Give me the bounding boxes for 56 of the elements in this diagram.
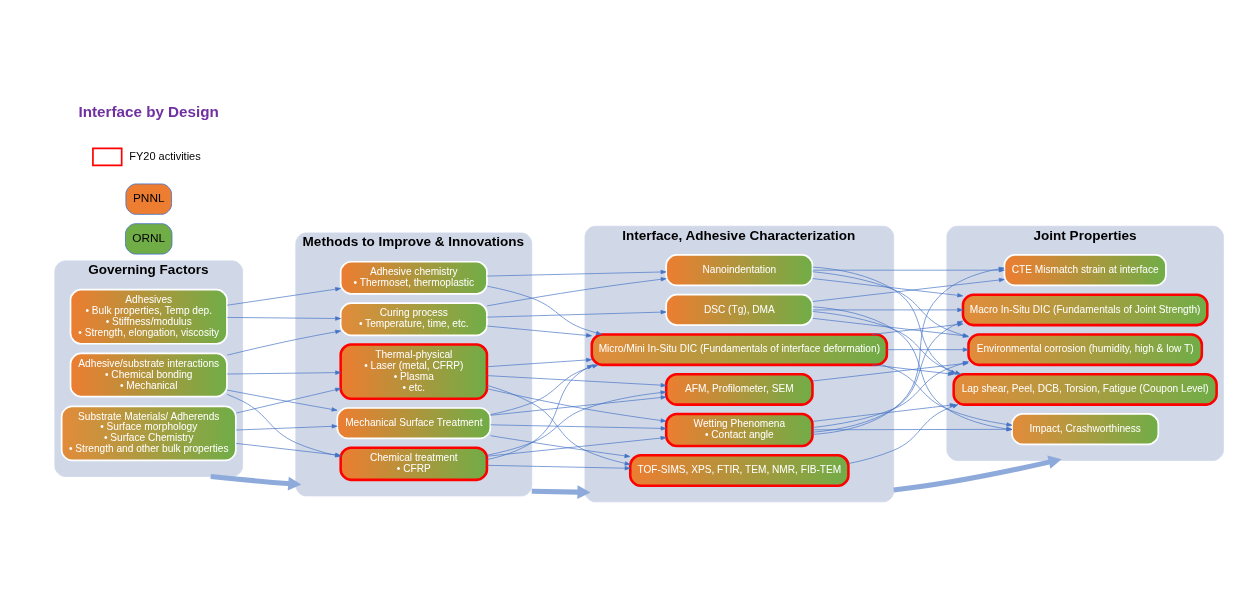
node-box: Wetting Phenomena • Contact angle [664,412,814,447]
arrow [235,387,341,413]
arrow [486,364,593,460]
arrow [893,454,1062,493]
arrow [487,325,592,337]
node-box: Adhesive/substrate interactions • Chemical bonding • Mechanical [69,352,228,397]
arrow [490,363,599,415]
legend-label: FY20 activities [129,149,201,162]
arrow [490,394,667,416]
arrow [226,389,338,411]
arrow [210,473,302,490]
arrow [487,269,667,276]
legend-label: PNNL [132,190,165,205]
arrow [487,388,667,423]
arrow [812,305,1013,431]
node-box: DSC (Tg), DMA [665,293,814,326]
node-box: Adhesive chemistry • Thermoset, thermoplastic [339,260,488,295]
arrow [486,384,631,465]
node-box: CTE Mismatch strain at interface [1003,253,1167,286]
arrow [886,347,969,352]
arrow [226,286,341,306]
arrow [487,464,631,470]
arrow [881,364,1013,427]
node-box: Nanoindentation [665,253,814,286]
node-box: Chemical treatment • CFRP [339,445,489,481]
node-box: Thermal-physical • Laser (metal, CFRP) • Plasma • etc. [339,342,489,400]
arrow [487,309,667,317]
arrow [812,426,1013,431]
node-box: Curing process • Temperature, time, etc. [339,301,488,336]
arrow [226,329,341,355]
arrow [487,435,667,457]
arrow [871,364,954,376]
label: Interface by Design [78,102,219,120]
arrow [487,357,592,367]
arrow [487,374,667,387]
node-box: Mechanical Surface Treatment [336,406,492,439]
node-box: Impact, Crashworthiness [1011,412,1160,445]
node-box: Substrate Materials/ Adherends • Surface morphology • Surface Chemistry • Strength and other bulk properties [60,404,237,461]
arrow [812,277,964,297]
arrow [226,315,341,321]
arrow [490,423,667,430]
arrow [486,389,667,456]
arrow [486,285,602,335]
node-box: Adhesives • Bulk properties, Temp dep. • Stiffness/modulus • Strength, elongation, viscosity [69,288,228,345]
node-box: TOF-SIMS, XPS, FTIR, TEM, NMR, FIB-TEM [629,453,850,487]
arrow [486,276,667,306]
arrow [812,277,1005,302]
arrow [812,307,964,312]
node-box: Environmental corrosion (humidity, high & low T) [967,332,1204,366]
node-box: Macro In-Situ DIC (Fundamentals of Joint Strength) [961,292,1209,326]
arrow [531,484,591,499]
legend-label: ORNL [132,230,166,245]
arrow [235,423,338,430]
node-box: AFM, Profilometer, SEM [664,372,814,406]
arrow [490,434,631,458]
arrow [226,370,341,375]
